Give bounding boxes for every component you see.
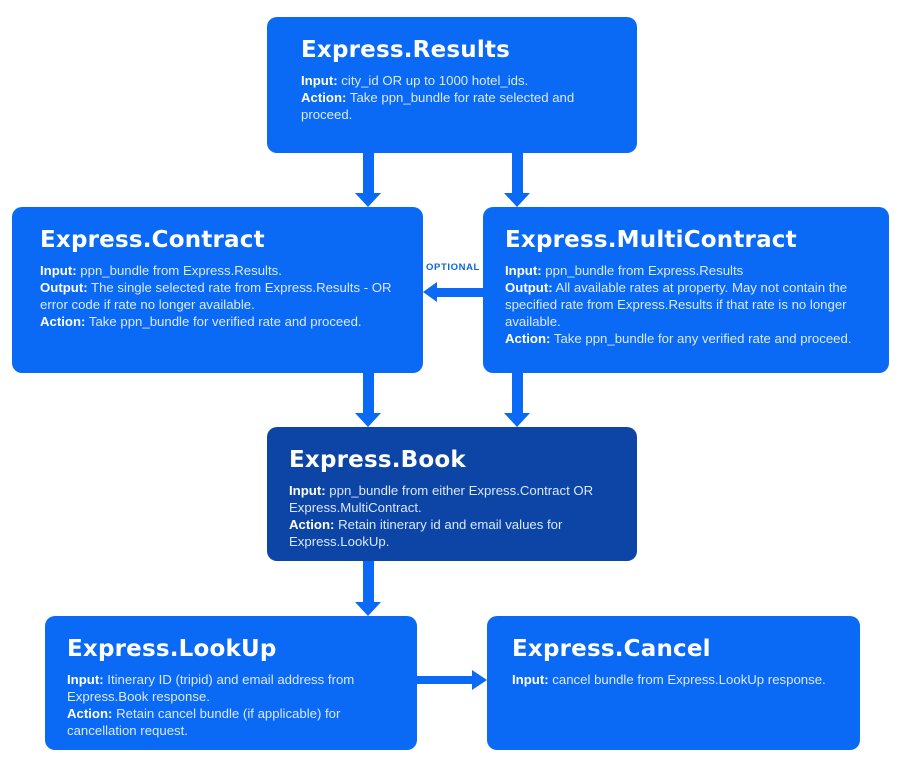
node-express-cancel: Express.Cancel Input: cancel bundle from… — [487, 616, 860, 750]
arrow-head-down-icon — [355, 413, 381, 427]
node-express-multicontract: Express.MultiContract Input: ppn_bundle … — [483, 207, 889, 373]
field-label: Output: — [505, 279, 553, 295]
field-line: Action: Retain itinerary id and email va… — [289, 516, 613, 550]
node-title-express-contract: Express.Contract — [40, 227, 265, 253]
field-text: city_id OR up to 1000 hotel_ids. — [341, 72, 529, 88]
field-line: Input: cancel bundle from Express.LookUp… — [512, 671, 836, 688]
field-line: Input: Itinerary ID (tripid) and email a… — [67, 671, 393, 705]
arrow-shaft — [362, 152, 374, 195]
field-text: Retain cancel bundle (if applicable) for… — [67, 705, 341, 738]
field-text: Itinerary ID (tripid) and email address … — [67, 671, 355, 704]
node-title-express-book: Express.Book — [289, 447, 466, 473]
field-text: Retain itinerary id and email values for… — [289, 516, 563, 549]
field-text: Take ppn_bundle for any verified rate an… — [553, 330, 852, 346]
arrow-head-down-icon — [355, 602, 381, 616]
field-text: ppn_bundle from Express.Results. — [80, 262, 282, 278]
field-label: Input: — [40, 262, 77, 278]
field-line: Action: Take ppn_bundle for verified rat… — [40, 313, 399, 330]
arrow-shaft — [511, 152, 523, 195]
node-title-express-results: Express.Results — [301, 37, 511, 63]
field-label: Action: — [40, 313, 86, 329]
field-label: Action: — [505, 330, 551, 346]
field-text: cancel bundle from Express.LookUp respon… — [552, 671, 826, 687]
field-line: Input: ppn_bundle from Express.Results — [505, 262, 865, 279]
arrow-head-down-icon — [504, 193, 530, 207]
field-line: Output: All available rates at property.… — [505, 279, 865, 330]
arrow-head-down-icon — [504, 413, 530, 427]
field-text: ppn_bundle from Express.Results — [545, 262, 744, 278]
field-label: Input: — [301, 72, 338, 88]
field-text: The single selected rate from Express.Re… — [40, 279, 392, 312]
node-express-results: Express.Results Input: city_id OR up to … — [267, 17, 637, 153]
field-label: Action: — [67, 705, 113, 721]
field-line: Input: ppn_bundle from either Express.Co… — [289, 482, 613, 516]
field-line: Action: Take ppn_bundle for any verified… — [505, 330, 865, 347]
node-express-contract: Express.Contract Input: ppn_bundle from … — [12, 207, 423, 373]
arrow-contract-to-book — [355, 373, 381, 427]
field-label: Input: — [512, 671, 549, 687]
arrow-shaft — [362, 373, 374, 415]
field-line: Input: ppn_bundle from Express.Results. — [40, 262, 399, 279]
field-text: Take ppn_bundle for rate selected and pr… — [301, 89, 575, 122]
optional-connector-label: OPTIONAL — [426, 262, 480, 273]
arrow-book-to-lookup — [355, 561, 381, 616]
arrow-head-left-icon — [423, 282, 437, 302]
field-line: Action: Retain cancel bundle (if applica… — [67, 705, 393, 739]
arrow-results-to-contract — [355, 152, 381, 207]
arrow-results-to-multicontract — [504, 152, 530, 207]
arrow-shaft — [511, 373, 523, 415]
arrow-shaft — [436, 287, 483, 297]
field-label: Action: — [301, 89, 347, 105]
arrow-shaft — [362, 561, 374, 604]
field-label: Action: — [289, 516, 335, 532]
node-express-book: Express.Book Input: ppn_bundle from eith… — [267, 427, 637, 561]
node-title-express-lookup: Express.LookUp — [67, 636, 277, 662]
node-express-lookup: Express.LookUp Input: Itinerary ID (trip… — [45, 616, 417, 750]
arrow-head-right-icon — [472, 670, 487, 690]
node-title-express-multicontract: Express.MultiContract — [505, 227, 797, 253]
field-label: Input: — [505, 262, 542, 278]
field-text: ppn_bundle from either Express.Contract … — [289, 482, 594, 515]
field-text: Take ppn_bundle for verified rate and pr… — [88, 313, 362, 329]
arrow-shaft — [417, 676, 473, 684]
field-label: Input: — [67, 671, 104, 687]
field-line: Output: The single selected rate from Ex… — [40, 279, 399, 313]
arrow-head-down-icon — [355, 193, 381, 207]
arrow-lookup-to-cancel — [417, 670, 487, 690]
field-text: All available rates at property. May not… — [505, 279, 848, 329]
field-line: Input: city_id OR up to 1000 hotel_ids. — [301, 72, 613, 89]
arrow-multicontract-to-book — [504, 373, 530, 427]
field-line: Action: Take ppn_bundle for rate selecte… — [301, 89, 613, 123]
field-label: Output: — [40, 279, 88, 295]
node-title-express-cancel: Express.Cancel — [512, 636, 711, 662]
field-label: Input: — [289, 482, 326, 498]
arrow-multicontract-to-contract-optional — [423, 282, 483, 302]
